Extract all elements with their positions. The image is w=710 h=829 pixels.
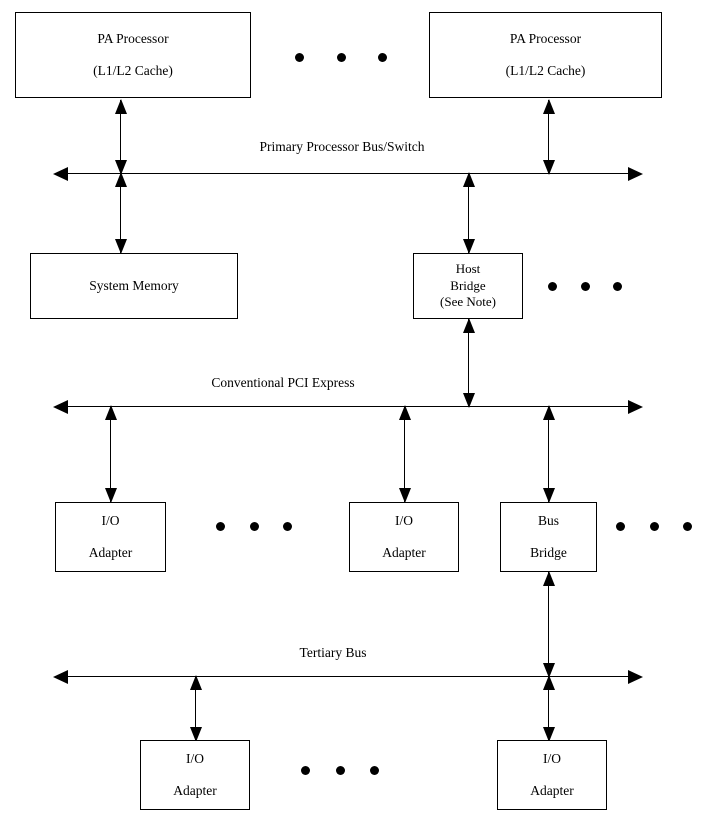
bus-label-primary: Primary Processor Bus/Switch [255,139,429,155]
node-label-line2: (L1/L2 Cache) [93,63,173,78]
node-io-adapter-tertiary-left[interactable]: I/O Adapter [140,740,250,810]
arrow-up-icon [542,675,555,690]
connector-pci-bus-to-io-adapter-left [104,405,117,503]
connector-pci-bus-to-io-adapter-middle [398,405,411,503]
arrow-left-icon [53,399,68,414]
connector-pci-bus-to-bus-bridge [542,405,555,503]
bus-conventional-pci-express [53,399,643,414]
node-label-line1: I/O [543,751,561,767]
arrow-down-icon [542,160,555,175]
ellipsis-dot [295,53,304,62]
node-label-line1: I/O [186,751,204,767]
connector-host-bridge-to-pci-bus [462,318,475,408]
ellipsis-tertiary-adapters [301,766,379,775]
ellipsis-pci-adapters-left [216,522,292,531]
arrow-right-icon [628,166,643,181]
node-label-line1: I/O [395,513,413,529]
node-label-line1: I/O [101,513,120,529]
ellipsis-dot [580,282,590,291]
arrow-up-icon [114,99,127,114]
ellipsis-dot [335,766,345,775]
node-label-line2: (L1/L2 Cache) [505,63,586,78]
ellipsis-dot [548,282,557,291]
arrow-up-icon [462,318,475,333]
node-label-line2: Adapter [173,783,217,798]
node-system-memory[interactable]: System Memory [30,253,238,319]
ellipsis-pci-bridges-right [616,522,692,531]
ellipsis-dot [283,522,292,531]
ellipsis-host-bridge-row [548,282,622,291]
arrow-down-icon [398,488,411,503]
node-label-line1: PA Processor [509,31,582,47]
node-bus-bridge[interactable]: Bus Bridge [500,502,597,572]
arrow-right-icon [628,669,643,684]
node-label-line2: Bridge [450,277,486,293]
arrow-up-icon [114,172,127,187]
arrow-up-icon [398,405,411,420]
bus-label-pci-express: Conventional PCI Express [207,375,359,391]
arrow-down-icon [114,239,127,254]
arrow-down-icon [542,727,555,742]
node-label-line1: System Memory [89,278,179,294]
arrow-up-icon [189,675,202,690]
node-io-adapter-tertiary-right[interactable]: I/O Adapter [497,740,607,810]
ellipsis-dot [683,522,692,531]
ellipsis-dot [616,522,625,531]
node-label-line2: Adapter [88,545,133,560]
arrow-down-icon [189,727,202,742]
connector-tertiary-bus-to-io-adapter-left [189,675,202,742]
arrow-down-icon [104,488,117,503]
arrow-down-icon [542,663,555,678]
arrow-down-icon [542,488,555,503]
connector-bus-bridge-to-tertiary-bus [542,571,555,678]
ellipsis-dot [249,522,259,531]
node-label-line3: (See Note) [440,294,496,310]
node-label-line1: Bus [537,513,559,529]
node-label-line1: Host [455,260,481,276]
arrow-right-icon [628,399,643,414]
node-io-adapter-pci-middle[interactable]: I/O Adapter [349,502,459,572]
bus-tertiary [53,669,643,684]
node-label-line2: Bridge [530,545,567,560]
bus-label-tertiary: Tertiary Bus [295,645,371,661]
ellipsis-dot [301,766,310,775]
ellipsis-dot [370,766,379,775]
bus-primary-processor [53,166,643,181]
connector-primary-bus-to-host-bridge [462,172,475,254]
node-pa-processor-left[interactable]: PA Processor (L1/L2 Cache) [15,12,251,98]
arrow-up-icon [542,99,555,114]
ellipsis-dot [649,522,659,531]
ellipsis-dot [216,522,225,531]
arrow-down-icon [114,160,127,175]
arrow-up-icon [462,172,475,187]
node-pa-processor-right[interactable]: PA Processor (L1/L2 Cache) [429,12,662,98]
node-label-line2: Adapter [382,545,426,560]
arrow-up-icon [542,571,555,586]
arrow-up-icon [104,405,117,420]
arrow-down-icon [462,239,475,254]
connector-tertiary-bus-to-io-adapter-right [542,675,555,742]
node-label-line1: PA Processor [97,31,169,47]
arrow-up-icon [542,405,555,420]
node-io-adapter-pci-left[interactable]: I/O Adapter [55,502,166,572]
node-host-bridge[interactable]: Host Bridge (See Note) [413,253,523,319]
ellipsis-dot [378,53,387,62]
ellipsis-dot [613,282,622,291]
node-label-line2: Adapter [530,783,574,798]
ellipsis-dot [336,53,346,62]
arrow-left-icon [53,669,68,684]
arrow-down-icon [462,393,475,408]
connector-pa-right-to-primary-bus [542,99,555,175]
arrow-left-icon [53,166,68,181]
ellipsis-processors-row [295,53,387,62]
connector-primary-bus-to-system-memory [114,172,127,254]
connector-pa-left-to-primary-bus [114,99,127,175]
